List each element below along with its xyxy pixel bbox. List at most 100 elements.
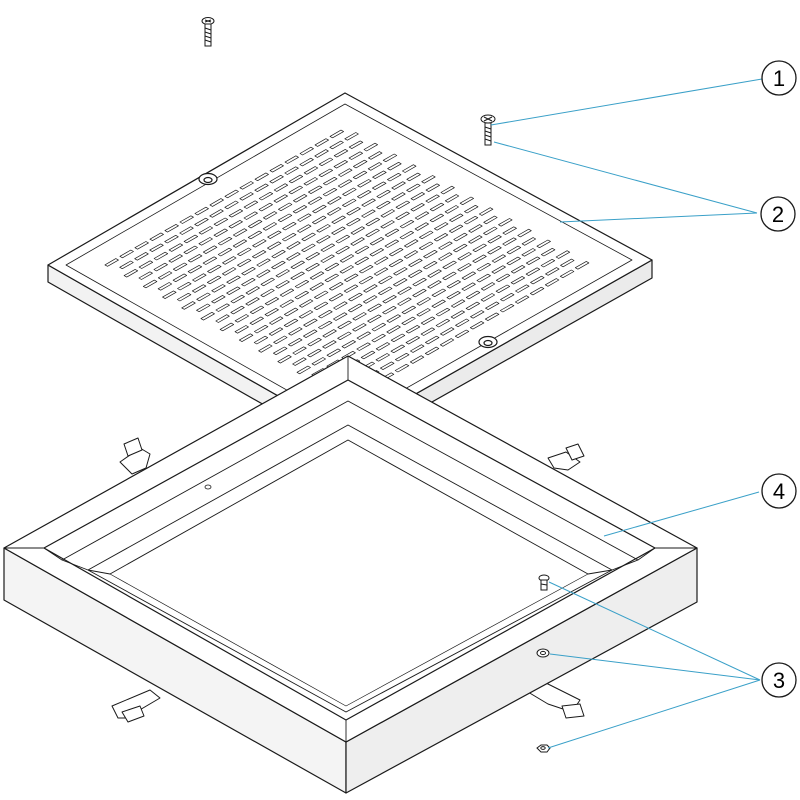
grate-slots (104, 129, 590, 399)
grate-slot (288, 327, 303, 336)
callout-4-label: 4 (773, 479, 785, 504)
callout-2: 2 (760, 196, 796, 232)
grate-slot (395, 352, 410, 362)
grate-slot (323, 176, 338, 186)
grate-slot (324, 262, 340, 272)
grate-slot (353, 159, 368, 169)
grate-slot (361, 209, 376, 218)
grate-slot (238, 333, 254, 342)
grate-slot (450, 299, 466, 308)
grate-slot (442, 271, 457, 281)
grate-slot (375, 353, 390, 362)
grate-slot (288, 338, 303, 347)
grate-slot (360, 350, 376, 360)
grate-slot (256, 258, 271, 267)
grate-slot (438, 252, 453, 261)
grate-slot (390, 344, 405, 354)
grate-slot (245, 286, 260, 295)
grate-slot (222, 256, 237, 265)
grate-slot (439, 338, 455, 347)
grate-slot (485, 301, 500, 310)
grate-slot (219, 322, 235, 332)
grate-slot (243, 211, 258, 220)
callout-1: 1 (761, 60, 797, 96)
grate-slot (307, 337, 322, 347)
grate-slot (305, 262, 320, 272)
grate-slot (172, 273, 188, 283)
grate-slot (273, 346, 288, 356)
grate-slot (425, 183, 440, 192)
grate-slot (328, 293, 344, 302)
grate-slot (365, 228, 380, 238)
grate-slot (448, 224, 464, 233)
grate-slot (198, 226, 214, 235)
grate-slot (309, 271, 325, 280)
grate-slot (376, 200, 391, 210)
grate-slot (440, 185, 455, 195)
grate-slot (476, 273, 491, 283)
callout-3: 3 (761, 662, 797, 698)
grate-slot (444, 194, 460, 203)
grate-slot (292, 346, 307, 355)
grate-slot (209, 198, 224, 207)
grate-slot (194, 206, 209, 216)
grate-slot (303, 177, 318, 186)
grate-slot (358, 275, 374, 285)
grate-slot (277, 354, 292, 364)
grate-slot (119, 260, 134, 270)
grate-slot (399, 219, 415, 229)
grate-slot (337, 320, 352, 330)
grate-slot (293, 194, 308, 203)
grate-slot (157, 282, 173, 291)
grate-slot (476, 262, 491, 272)
grate-slot (262, 222, 278, 231)
grate-slot (433, 233, 449, 242)
grate-slot (465, 290, 481, 300)
grate-slot (386, 325, 401, 334)
frame-hole (204, 484, 212, 490)
grate-slot (341, 340, 356, 349)
grate-slot (421, 175, 436, 184)
grate-slot (472, 243, 487, 253)
grate-slot (427, 269, 442, 278)
grate-slot (350, 226, 365, 235)
grate-slot (410, 203, 425, 212)
grate-slot (249, 316, 264, 325)
grate-slot (515, 284, 530, 293)
grate-slot (408, 269, 423, 278)
grate-slot (423, 260, 438, 270)
grate-slot (254, 324, 269, 334)
grate-slot (260, 277, 275, 287)
grate-slot (405, 336, 420, 345)
grate-slot (463, 215, 479, 225)
grate-slot (303, 329, 318, 338)
grate-slot (418, 241, 434, 251)
grate-slot (371, 322, 386, 332)
grate-slot (215, 303, 230, 312)
grate-slot (202, 245, 218, 254)
grate-slot (224, 200, 239, 210)
grate-slot (348, 292, 363, 302)
grate-slot (440, 327, 455, 336)
grate-slot (181, 301, 196, 310)
grate-slot (282, 221, 297, 231)
grate-slot (162, 290, 177, 299)
anchor-tab-front-left (111, 689, 161, 723)
grate-slot (215, 314, 230, 323)
bolt-part-3 (538, 574, 550, 591)
grate-slot (348, 151, 363, 160)
grate-slot (387, 161, 402, 171)
grate-slot (252, 250, 267, 259)
grate-slot (138, 271, 153, 280)
grate-slot (327, 196, 342, 205)
grate-slot (256, 269, 271, 278)
grate-slot (253, 335, 269, 345)
grate-slot (363, 142, 378, 152)
grate-slot (393, 278, 408, 287)
grate-slot (313, 301, 329, 311)
grate-slot (574, 261, 590, 270)
grate-slot (309, 282, 324, 291)
grate-slot (226, 275, 241, 284)
grate-slot (273, 183, 289, 192)
